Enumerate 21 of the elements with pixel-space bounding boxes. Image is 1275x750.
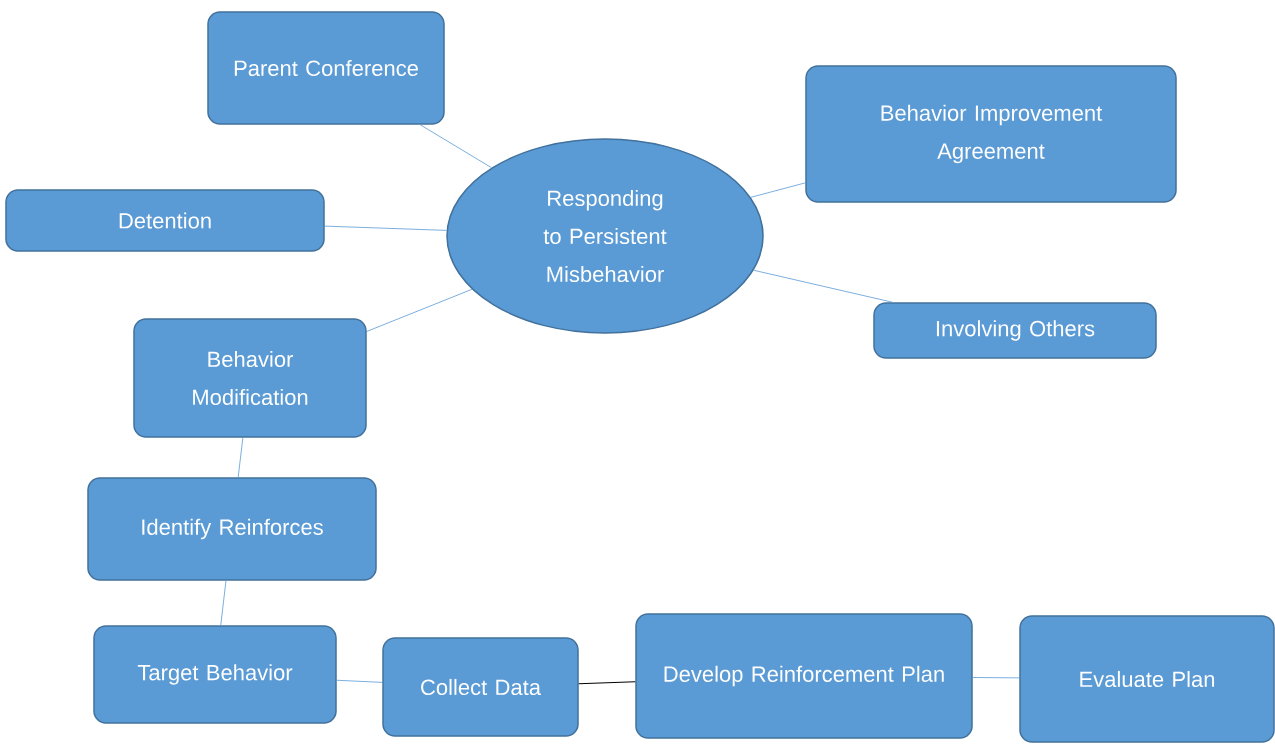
process-box: Behavior Modification <box>133 318 367 438</box>
connector-line <box>237 437 244 478</box>
process-box: Parent Conference <box>207 11 445 125</box>
connector-line <box>220 580 227 626</box>
process-box: Behavior Improvement Agreement <box>805 65 1177 203</box>
connector-line <box>419 124 492 169</box>
connector-line <box>972 677 1020 679</box>
connector-line <box>324 225 447 231</box>
connector-line <box>366 288 473 332</box>
process-box: Detention <box>5 189 325 252</box>
process-box: Collect Data <box>382 637 579 737</box>
connector-line <box>336 679 383 683</box>
connector-line <box>750 182 806 198</box>
process-box: Evaluate Plan <box>1019 615 1275 743</box>
ellipse-node: Responding to Persistent Misbehavior <box>446 138 764 334</box>
process-box: Target Behavior <box>93 625 337 724</box>
connector-line <box>753 269 893 303</box>
connector-line <box>578 681 636 685</box>
process-box: Identify Reinforces <box>87 477 377 581</box>
process-box: Develop Reinforcement Plan <box>635 613 973 739</box>
process-box: Involving Others <box>873 302 1157 359</box>
